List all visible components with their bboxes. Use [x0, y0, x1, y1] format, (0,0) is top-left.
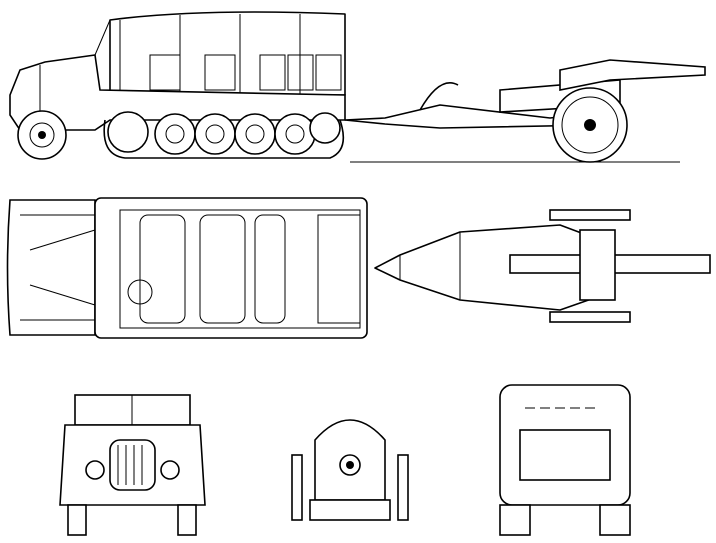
side-view-halftrack	[9, 11, 346, 160]
top-view-gun	[374, 209, 711, 323]
steering-wheel	[127, 279, 153, 305]
front-view-halftrack	[59, 394, 206, 536]
rear-view-halftrack	[499, 384, 631, 536]
side-view-gun	[344, 59, 706, 163]
front-view-gun	[291, 419, 409, 521]
road-wheels	[107, 111, 341, 155]
top-view-halftrack	[6, 197, 368, 339]
